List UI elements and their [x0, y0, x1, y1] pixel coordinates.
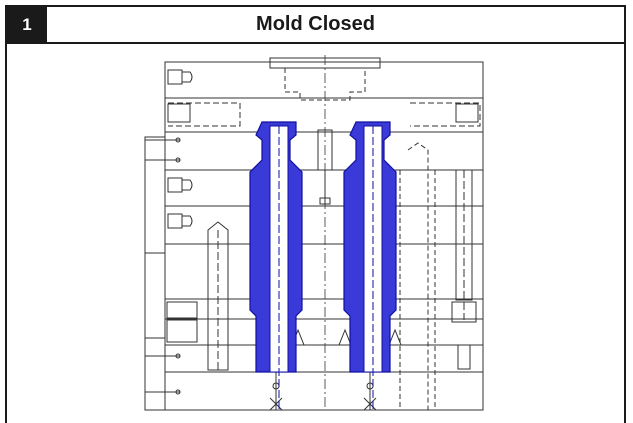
molded-part-left: [249, 121, 303, 410]
leader-pin-left: [207, 221, 229, 371]
bolt-head-top-left: [167, 69, 183, 85]
cavity-plate: [164, 97, 484, 133]
leader-pin-right: [407, 142, 429, 410]
step-number-badge: 1: [7, 7, 47, 42]
molded-part-right: [343, 121, 397, 410]
panel-title: Mold Closed: [256, 13, 375, 35]
panel-header: 1 Mold Closed: [7, 7, 624, 44]
left-side-rail: [144, 136, 166, 411]
top-clamp-plate: [164, 61, 484, 99]
panel-frame: 1 Mold Closed: [5, 5, 626, 423]
stripper-plate: [164, 131, 484, 171]
